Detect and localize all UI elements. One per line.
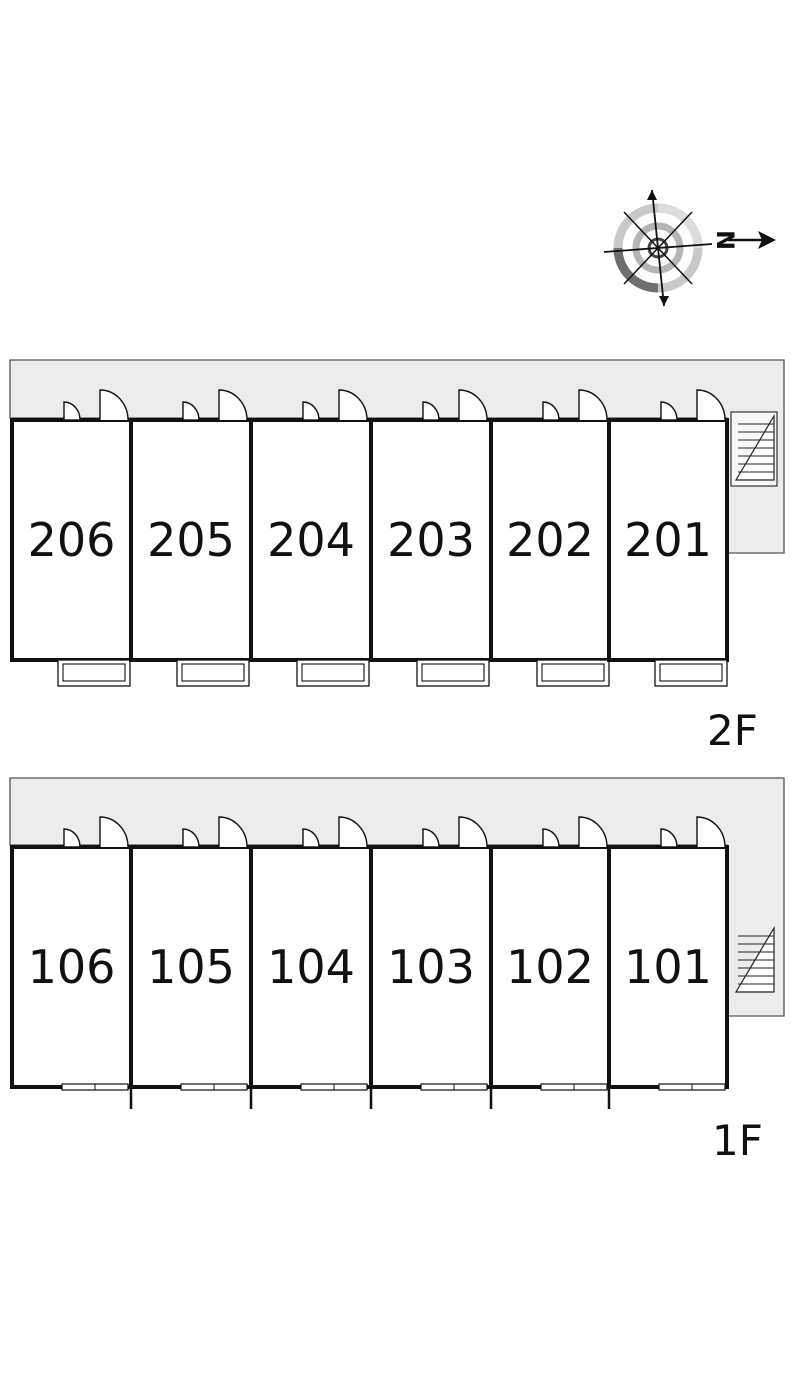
unit-102: 102 [489,816,611,1091]
stairs-icon [734,925,775,993]
entry-door-icon [99,816,129,848]
unit-101: 101 [607,816,729,1091]
window [540,1083,608,1091]
compass-icon: N [603,189,776,307]
unit-wall [369,845,493,1089]
small-door-icon [302,828,320,848]
unit-205: 205 [129,389,253,687]
balcony [296,659,370,687]
unit-204: 204 [249,389,373,687]
unit-number: 206 [28,513,116,567]
floor-label-1f: 1F [712,1116,763,1165]
compass-north-label: N [711,230,739,250]
balcony [57,659,131,687]
unit-202: 202 [489,389,611,687]
entry-door-icon [578,389,608,421]
small-door-icon [422,828,440,848]
unit-number: 201 [624,513,712,567]
balcony [536,659,610,687]
entry-door-icon [696,389,726,421]
unit-wall [607,418,729,662]
unit-wall [369,418,493,662]
unit-number: 202 [506,513,594,567]
entry-door-icon [218,389,248,421]
balcony [654,659,728,687]
unit-104: 104 [249,816,373,1091]
entry-door-icon [338,389,368,421]
unit-203: 203 [369,389,493,687]
entry-door-icon [458,816,488,848]
balcony [176,659,250,687]
small-door-icon [542,828,560,848]
unit-106: 106 [10,816,133,1091]
floor-1f-plan: 106 105 104 103 102 101 [9,777,785,1109]
small-door-icon [660,828,678,848]
small-door-icon [182,401,200,421]
unit-105: 105 [129,816,253,1091]
window [180,1083,248,1091]
unit-wall [489,418,611,662]
unit-number: 103 [387,940,475,994]
small-door-icon [302,401,320,421]
small-door-icon [63,401,81,421]
unit-103: 103 [369,816,493,1091]
unit-number: 104 [267,940,355,994]
entry-door-icon [696,816,726,848]
unit-number: 204 [267,513,355,567]
unit-206: 206 [10,389,133,687]
unit-201: 201 [607,389,729,687]
unit-wall [489,845,611,1089]
entry-door-icon [458,389,488,421]
unit-number: 106 [28,940,116,994]
entry-door-icon [578,816,608,848]
floor-label-2f: 2F [707,706,758,755]
window [61,1083,129,1091]
small-door-icon [182,828,200,848]
entry-door-icon [99,389,129,421]
unit-number: 205 [147,513,235,567]
unit-number: 102 [506,940,594,994]
window [300,1083,368,1091]
window [420,1083,488,1091]
small-door-icon [63,828,81,848]
unit-number: 203 [387,513,475,567]
small-door-icon [542,401,560,421]
unit-number: 105 [147,940,235,994]
small-door-icon [660,401,678,421]
small-door-icon [422,401,440,421]
unit-number: 101 [624,940,712,994]
entry-door-icon [338,816,368,848]
balcony [416,659,490,687]
floor-2f-plan: 206 205 204 203 202 201 [9,359,785,687]
window [658,1083,726,1091]
stairs-icon [734,413,775,481]
entry-door-icon [218,816,248,848]
